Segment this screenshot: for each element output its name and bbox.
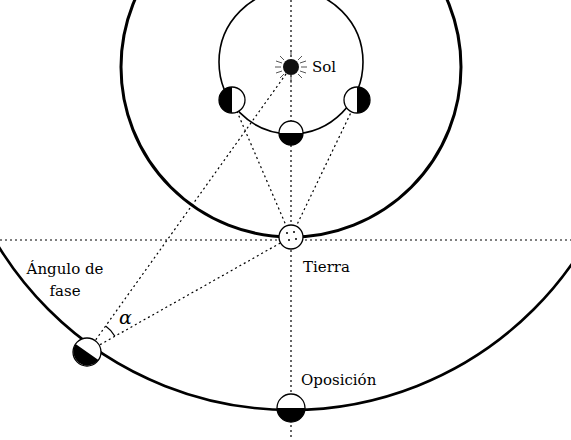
inner-orbit xyxy=(219,0,363,134)
earth-symbol xyxy=(279,225,303,249)
sun-line xyxy=(87,67,291,352)
inner-planet xyxy=(219,87,245,113)
angle-symbol: α xyxy=(119,304,132,332)
angle-label: Ángulo de fase xyxy=(22,259,108,303)
inner-planet xyxy=(279,121,303,145)
earth-line xyxy=(87,237,291,352)
sun-symbol xyxy=(275,51,307,83)
outer-planet xyxy=(277,394,305,422)
inner-planet xyxy=(344,87,370,113)
sight-line xyxy=(291,100,357,237)
outer-planet xyxy=(73,338,101,366)
body-label: Sol xyxy=(312,57,336,79)
position-label: Oposición xyxy=(301,370,376,392)
earth-orbit xyxy=(121,0,461,237)
body-label: Tierra xyxy=(303,257,350,279)
sight-line xyxy=(232,100,291,237)
angle-arc xyxy=(106,326,115,336)
outer-orbit xyxy=(0,0,571,410)
